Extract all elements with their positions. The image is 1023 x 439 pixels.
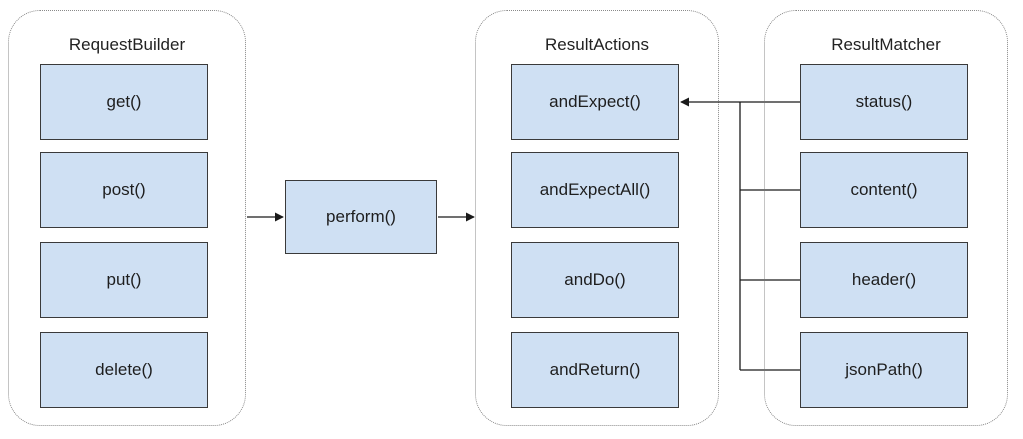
status-matcher-box: status()	[800, 64, 968, 140]
result-matcher-title: ResultMatcher	[831, 35, 941, 54]
request-builder-title: RequestBuilder	[68, 35, 186, 54]
post-method-box: post()	[40, 152, 208, 228]
and-expect-all-box: andExpectAll()	[511, 152, 679, 228]
delete-method-box: delete()	[40, 332, 208, 408]
result-matcher-group: ResultMatcher	[764, 10, 1008, 426]
result-actions-group: ResultActions	[475, 10, 719, 426]
get-method-box: get()	[40, 64, 208, 140]
and-expect-box: andExpect()	[511, 64, 679, 140]
and-do-box: andDo()	[511, 242, 679, 318]
result-actions-title: ResultActions	[545, 35, 649, 54]
json-path-matcher-box: jsonPath()	[800, 332, 968, 408]
request-builder-group: RequestBuilder	[8, 10, 246, 426]
header-matcher-box: header()	[800, 242, 968, 318]
put-method-box: put()	[40, 242, 208, 318]
content-matcher-box: content()	[800, 152, 968, 228]
and-return-box: andReturn()	[511, 332, 679, 408]
perform-box: perform()	[285, 180, 437, 254]
